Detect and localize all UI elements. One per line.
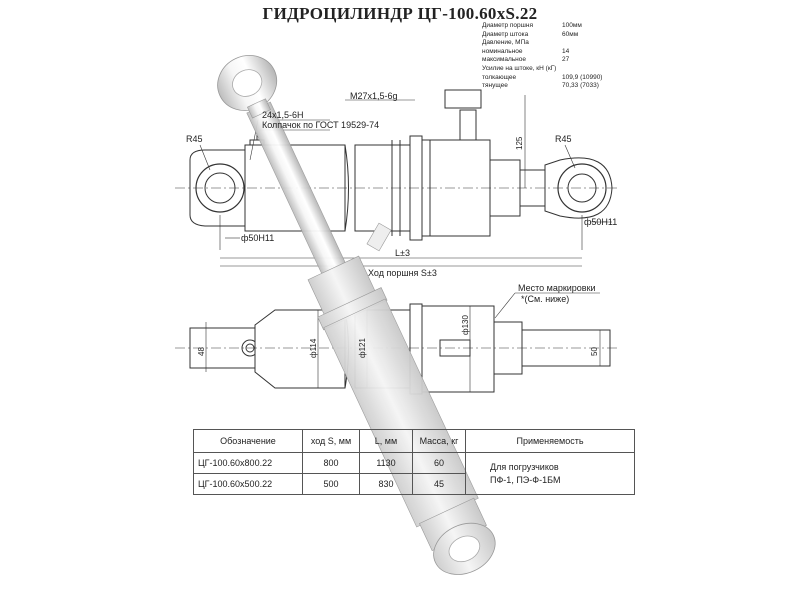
height-125-label: 125 <box>515 136 524 150</box>
cell-stroke: 800 <box>302 452 360 474</box>
header-mass: Масса, кг <box>412 429 466 453</box>
marking-note-label: *(См. ниже) <box>521 294 569 304</box>
bore-left-label: ф50Н11 <box>241 233 274 243</box>
width-48-label: 48 <box>197 347 206 356</box>
cell-designation: ЦГ-100.60х800.22 <box>193 452 303 474</box>
spec-row: Диаметр поршня 100мм <box>482 22 602 31</box>
dia-121-label: ф121 <box>358 338 367 358</box>
spec-key: Давление, МПа <box>482 39 529 47</box>
spec-list: Диаметр поршня 100мм Диаметр штока 60мм Да… <box>482 22 602 91</box>
spec-value: 109,9 (10990) <box>562 73 603 81</box>
radius-left-label: R45 <box>186 134 203 144</box>
spec-key: толкающее <box>482 73 517 81</box>
spec-value: 14 <box>562 47 570 55</box>
table-row: ЦГ-100.60х800.22 800 1130 60 Для погрузч… <box>193 452 635 495</box>
marking-place-label: Место маркировки <box>518 283 596 293</box>
cell-mass: 60 <box>412 452 466 474</box>
grease-fitting-label: Колпачок по ГОСТ 19529-74 <box>262 120 379 130</box>
spec-key: тянущее <box>482 82 508 90</box>
spec-key: Диаметр поршня <box>482 22 533 29</box>
dia-114-label: ф114 <box>309 338 318 358</box>
spec-key: Усилие на штоке, кН (кГ) <box>482 64 557 72</box>
spec-row: Диаметр штока 60мм <box>482 31 602 40</box>
spec-key: Диаметр штока <box>482 30 529 38</box>
header-stroke: ход S, мм <box>302 429 360 453</box>
spec-value: 70,33 (7033) <box>562 82 599 90</box>
dia-130-label: ф130 <box>461 315 470 335</box>
table-row: ЦГ-100.60х500.22 500 830 45 <box>193 473 635 495</box>
spec-value: 60мм <box>562 30 579 38</box>
radius-right-label: R45 <box>555 134 572 144</box>
spec-row: номинальное 14 <box>482 48 602 57</box>
thread-24-label: 24х1,5-6Н <box>262 110 304 120</box>
cell-mass: 45 <box>412 473 466 495</box>
spec-key: максимальное <box>482 56 526 64</box>
spec-row: максимальное 27 <box>482 56 602 65</box>
table-header-row: Обозначение ход S, мм L, мм Масса, кг Пр… <box>193 429 635 453</box>
spec-row: тянущее 70,33 (7033) <box>482 82 602 91</box>
variants-table: Обозначение ход S, мм L, мм Масса, кг Пр… <box>193 429 635 495</box>
spec-row: Давление, МПа <box>482 39 602 48</box>
header-length: L, мм <box>359 429 413 453</box>
applicability-line: Для погрузчиков <box>490 461 559 472</box>
stroke-label: Ход поршня S±3 <box>368 268 437 278</box>
header-designation: Обозначение <box>193 429 303 453</box>
cell-designation: ЦГ-100.60х500.22 <box>193 473 303 495</box>
spec-row: толкающее 109,9 (10990) <box>482 74 602 83</box>
spec-value: 100мм <box>562 22 582 29</box>
spec-key: номинальное <box>482 47 523 55</box>
applicability-line: ПФ-1, ПЭ-Ф-1БМ <box>490 474 561 485</box>
port-thread-label: М27х1,5-6g <box>350 91 398 101</box>
spec-value: 27 <box>562 56 570 64</box>
length-l-label: L±3 <box>395 248 410 258</box>
cell-stroke: 500 <box>302 473 360 495</box>
spec-row: Усилие на штоке, кН (кГ) <box>482 65 602 74</box>
page-title: ГИДРОЦИЛИНДР ЦГ-100.60хS.22 <box>262 4 538 23</box>
width-50-label: 50 <box>590 347 599 356</box>
header-applicability: Применяемость <box>465 429 635 453</box>
cell-length: 830 <box>359 473 413 495</box>
cell-length: 1130 <box>359 452 413 474</box>
bore-right-label: ф50Н11 <box>584 217 617 227</box>
